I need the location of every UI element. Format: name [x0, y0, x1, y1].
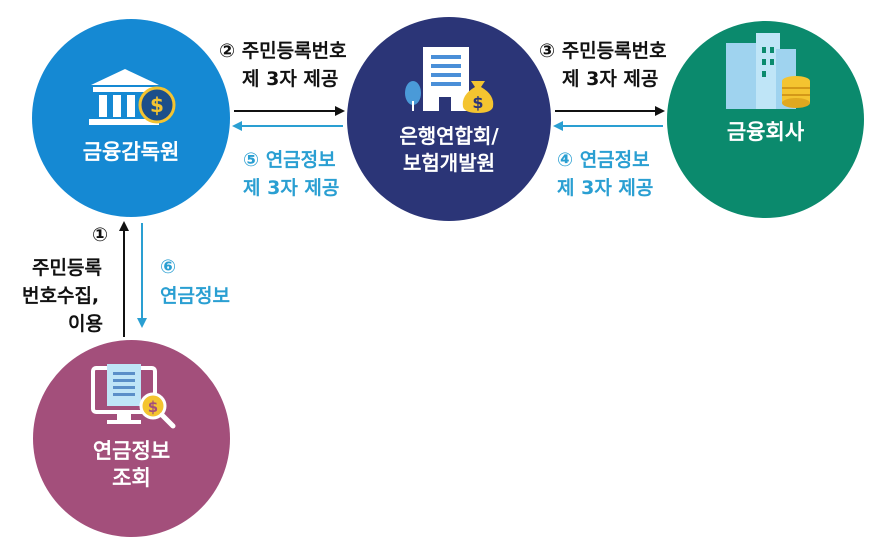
assoc-label-line1: 은행연합회/ [399, 124, 499, 148]
assoc-label-line2: 보험개발원 [403, 151, 495, 175]
flow2-label-line1: ② 주민등록번호 [219, 40, 347, 62]
svg-text:$: $ [472, 93, 483, 112]
flow6-label-line1: 연금정보 [160, 285, 230, 307]
flow6-label-num: ⑥ [160, 256, 177, 278]
svg-text:$: $ [147, 398, 157, 416]
flow1-label-line2: 번호수집, [22, 285, 100, 307]
flow3-label-line2: 제 3자 제공 [562, 68, 659, 90]
assoc-node: $ 은행연합회/ 보험개발원 [347, 17, 551, 221]
fin-label: 금융회사 [726, 120, 805, 144]
flow1-label-line1: 주민등록 [32, 257, 102, 279]
flow4-label-line1: ④ 연금정보 [557, 149, 650, 171]
flow5-label-line2: 제 3자 제공 [243, 177, 340, 199]
flow1-label-num: ① [92, 224, 109, 246]
bank-icon: $ [85, 67, 177, 129]
monitor-document-search-icon: $ [87, 364, 177, 432]
flow1-label-line3: 이용 [68, 313, 103, 335]
buildings-coins-icon [718, 33, 814, 113]
flow5-label-line1: ⑤ 연금정보 [243, 149, 336, 171]
query-label-line1: 연금정보 [92, 439, 171, 463]
query-node: $ 연금정보 조회 [33, 340, 230, 537]
fin-node: 금융회사 [667, 21, 864, 218]
flow4-label-line2: 제 3자 제공 [557, 177, 654, 199]
query-label-line2: 조회 [112, 466, 151, 490]
svg-text:$: $ [150, 93, 164, 117]
building-moneybag-icon: $ [401, 47, 497, 115]
flow2-label-line2: 제 3자 제공 [242, 68, 339, 90]
flow3-label-line1: ③ 주민등록번호 [539, 40, 667, 62]
fss-node: $ 금융감독원 [32, 19, 230, 217]
fss-label: 금융감독원 [82, 140, 180, 164]
